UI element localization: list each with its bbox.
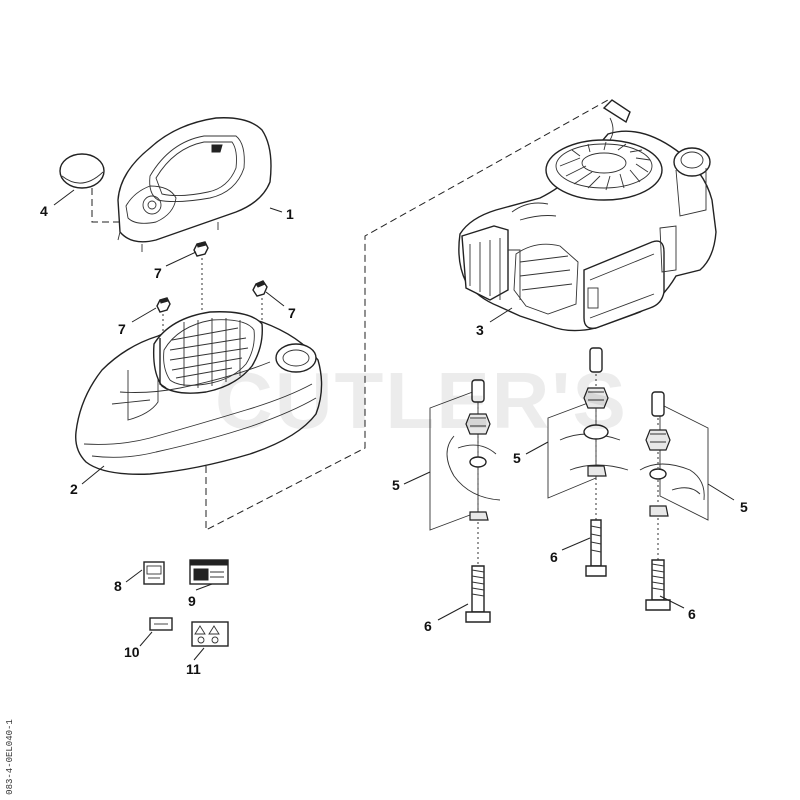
callout-6b: 6 [424,618,432,634]
part-3-engine [458,99,717,332]
callout-1: 1 [286,206,294,222]
part-7-nut-b [252,280,268,297]
mount-right [639,391,709,611]
assembly-line-4 [91,188,124,223]
callout-6c: 6 [688,606,696,622]
part-7-nut-c [156,297,171,313]
callout-10: 10 [124,644,140,660]
callout-7a: 7 [154,265,162,281]
part-7-nut-a [193,241,209,257]
mount-left [429,379,501,623]
callout-11: 11 [186,661,201,677]
part-11-label [191,621,229,647]
mount-middle [547,347,629,577]
callout-9: 9 [188,593,196,609]
part-1-top-cover [117,117,272,252]
callout-5c: 5 [740,499,748,515]
drawing-code: 083-4-0EL040-1 [4,719,15,795]
callout-7c: 7 [118,321,126,337]
callout-3: 3 [476,322,484,338]
callout-2: 2 [70,481,78,497]
part-4-cap [59,153,105,189]
part-10-label [149,617,173,631]
part-9-label [189,559,229,585]
callout-6a: 6 [550,549,558,565]
part-8-label [143,561,165,585]
callout-4: 4 [40,203,48,219]
callout-8: 8 [114,578,122,594]
callout-5b: 5 [513,450,521,466]
callout-7b: 7 [288,305,296,321]
leader-lines [53,189,735,661]
part-2-housing [75,311,323,475]
callout-5a: 5 [392,477,400,493]
